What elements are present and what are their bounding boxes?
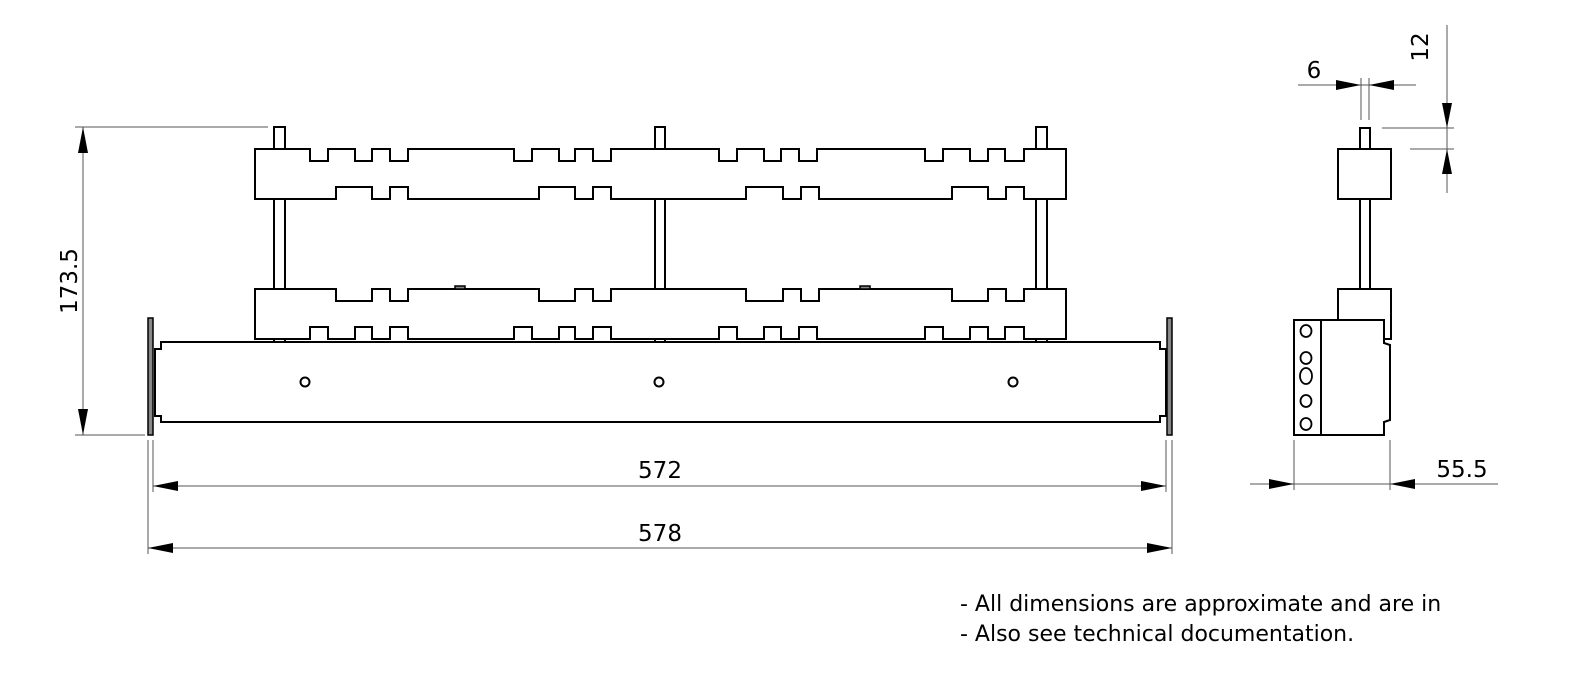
bottom-comb-block <box>254 288 1067 340</box>
dimension-pin-height: 12 <box>1382 25 1454 193</box>
pin-width-dimension-label: 6 <box>1307 58 1322 84</box>
outer-width-dimension-label: 578 <box>638 521 682 547</box>
left-end-plate <box>147 317 154 436</box>
pin-height-dimension-label: 12 <box>1408 32 1434 61</box>
height-dimension-label: 173.5 <box>57 248 83 314</box>
small-tab <box>859 285 871 290</box>
side-housing <box>1293 319 1391 436</box>
depth-dimension-label: 55.5 <box>1436 457 1487 483</box>
front-view: 173.5 572 578 <box>57 126 1173 554</box>
note-documentation: - Also see technical documentation. <box>960 622 1355 647</box>
dimension-pin-width: 6 <box>1298 58 1416 120</box>
mounting-hole <box>299 376 311 388</box>
top-comb-block <box>254 148 1067 200</box>
dimension-inner-width: 572 <box>152 440 1167 492</box>
note-dimensions: - All dimensions are approximate and are… <box>960 592 1442 617</box>
side-view: 6 12 55.5 <box>1250 25 1498 490</box>
inner-width-dimension-label: 572 <box>638 458 682 484</box>
terminal-holes <box>1299 324 1313 431</box>
mounting-hole <box>1007 376 1019 388</box>
small-tab <box>454 285 466 290</box>
mounting-hole <box>653 376 665 388</box>
dimension-height: 173.5 <box>57 126 268 436</box>
side-top-block <box>1337 148 1392 200</box>
dimension-outer-width: 578 <box>147 440 1173 554</box>
dimension-depth: 55.5 <box>1250 440 1498 490</box>
right-end-plate <box>1166 317 1173 436</box>
